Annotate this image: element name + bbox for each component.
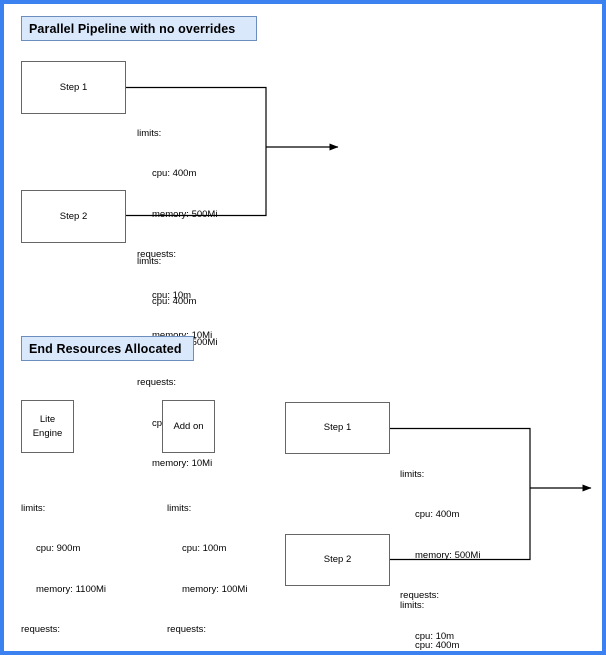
- requests-memory: memory: 10Mi: [152, 458, 213, 470]
- limits-memory: memory: 500Mi: [152, 208, 218, 220]
- add-on-box[interactable]: Add on: [162, 400, 215, 453]
- requests-memory: memory: 10Mi: [152, 330, 213, 342]
- top-step-2-box[interactable]: Step 2: [21, 190, 126, 243]
- section-title-end-resources: End Resources Allocated: [21, 336, 194, 361]
- bottom-step-1-label: Step 1: [323, 422, 352, 434]
- lite-engine-label: Lite Engine: [32, 413, 63, 439]
- top-step-1-box[interactable]: Step 1: [21, 61, 126, 114]
- limits-cpu: cpu: 100m: [182, 543, 227, 555]
- limits-cpu: cpu: 900m: [36, 543, 81, 555]
- bottom-step-1-resources: limits: cpu: 400m memory: 500Mi requests…: [400, 441, 481, 651]
- requests-cpu: cpu: 10m: [152, 289, 192, 301]
- bottom-step-1-box[interactable]: Step 1: [285, 402, 390, 454]
- section-title-parallel-pipeline: Parallel Pipeline with no overrides: [21, 16, 257, 41]
- requests-label: requests:: [400, 590, 440, 602]
- limits-memory: memory: 100Mi: [182, 583, 248, 595]
- limits-cpu: cpu: 400m: [415, 509, 460, 521]
- limits-cpu: cpu: 400m: [415, 640, 460, 652]
- top-step-1-label: Step 1: [59, 81, 88, 93]
- bottom-step-2-label: Step 2: [323, 554, 352, 566]
- limits-memory: memory: 500Mi: [415, 549, 481, 561]
- requests-label: requests:: [137, 249, 177, 261]
- limits-label: limits:: [137, 127, 162, 139]
- limits-label: limits:: [167, 502, 192, 514]
- add-on-resources: limits: cpu: 100m memory: 100Mi requests…: [167, 475, 248, 651]
- requests-label: requests:: [21, 624, 61, 636]
- lite-engine-resources: limits: cpu: 900m memory: 1100Mi request…: [21, 475, 107, 651]
- top-step-2-resources: limits: cpu: 400m memory: 500Mi requests…: [137, 228, 217, 498]
- limits-cpu: cpu: 400m: [152, 296, 197, 308]
- requests-label: requests:: [137, 377, 177, 389]
- requests-label: requests:: [167, 624, 207, 636]
- top-step-1-resources: limits: cpu: 400m memory: 500Mi requests…: [137, 100, 217, 370]
- lite-engine-box[interactable]: Lite Engine: [21, 400, 74, 453]
- top-step-2-label: Step 2: [59, 210, 88, 222]
- limits-label: limits:: [21, 502, 46, 514]
- limits-cpu: cpu: 400m: [152, 168, 197, 180]
- limits-label: limits:: [400, 468, 425, 480]
- bottom-step-2-box[interactable]: Step 2: [285, 534, 390, 586]
- bottom-step-2-resources: limits: cpu: 400m memory: 500Mi requests…: [400, 572, 480, 652]
- limits-memory: memory: 1100Mi: [36, 583, 107, 595]
- add-on-label: Add on: [173, 420, 204, 432]
- limits-label: limits:: [137, 255, 162, 267]
- limits-label: limits:: [400, 599, 425, 611]
- requests-cpu: cpu: 10m: [415, 630, 455, 642]
